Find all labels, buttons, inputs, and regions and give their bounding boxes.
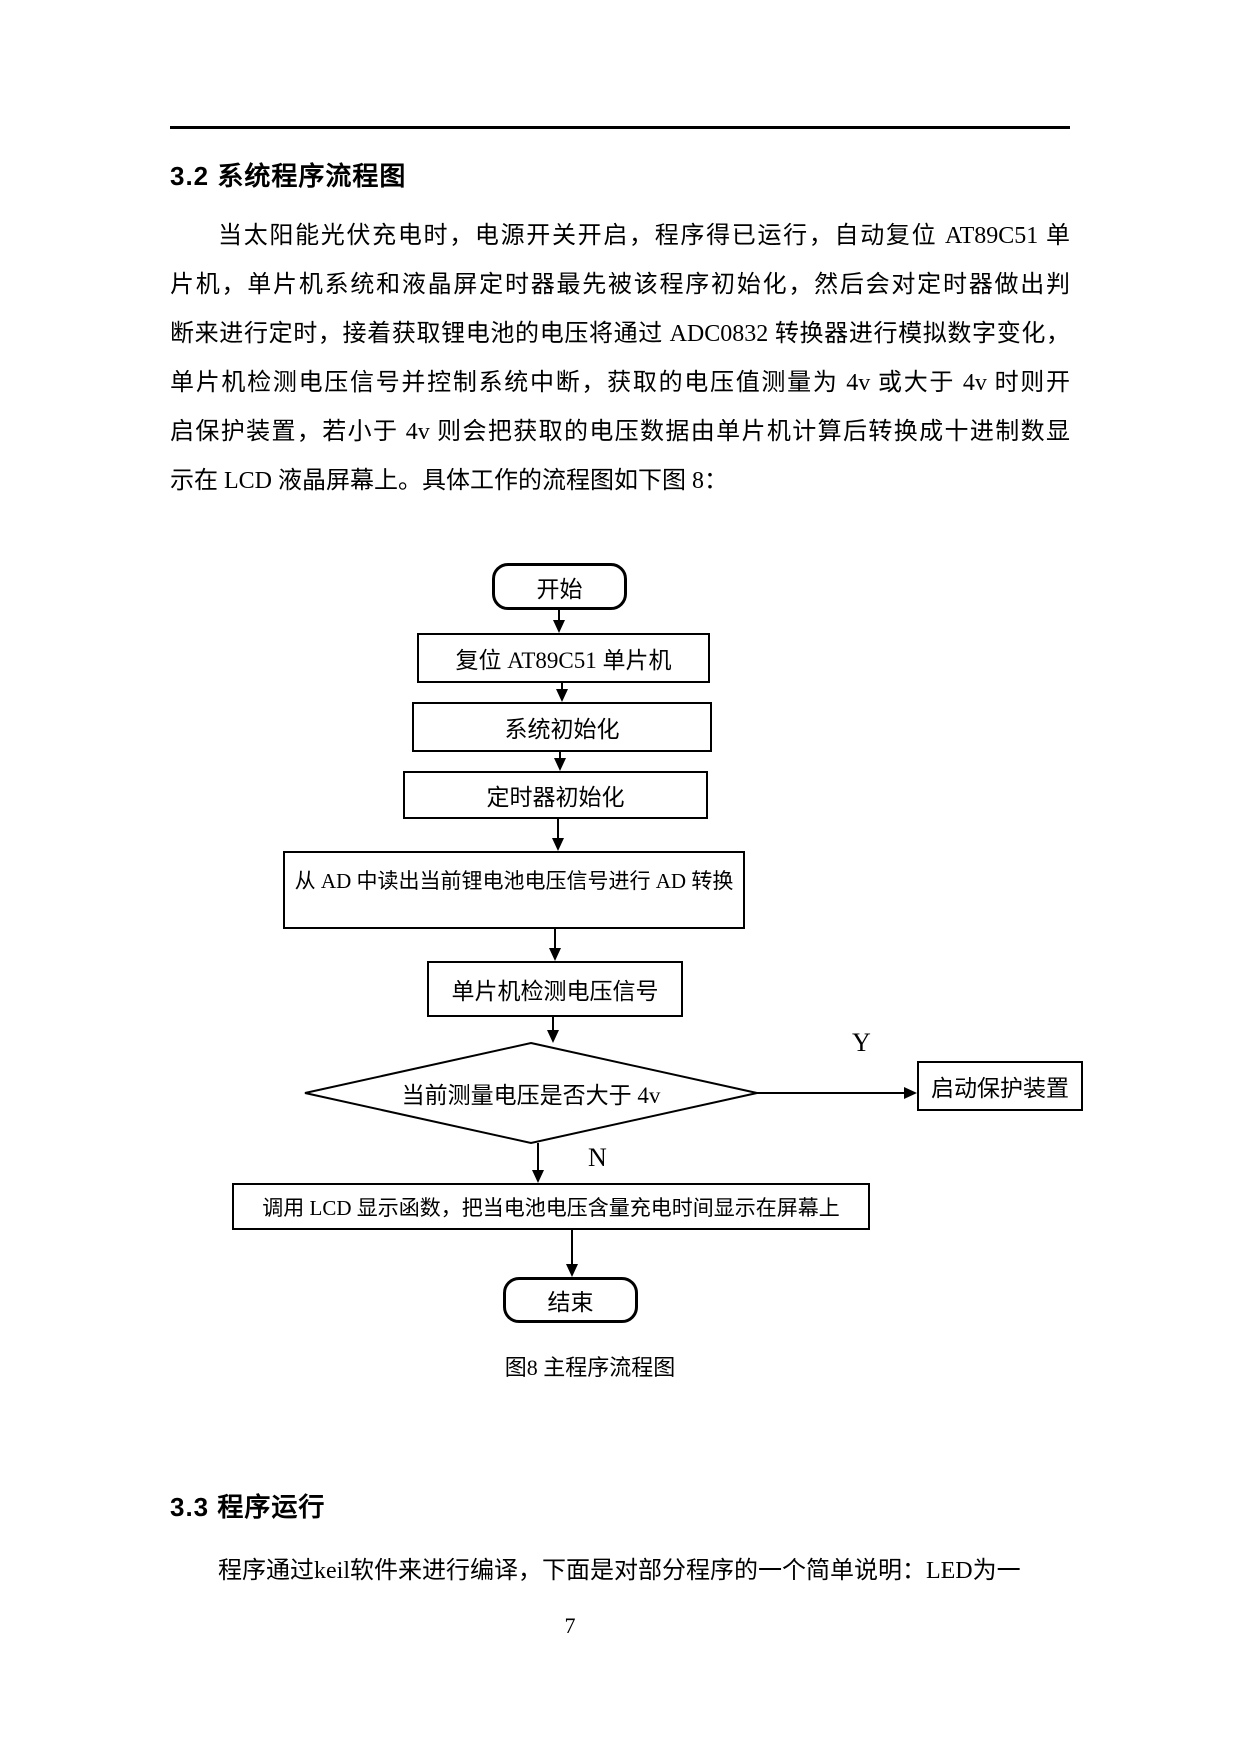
arrow-down-icon [552, 838, 564, 851]
flow-arrow-line [561, 683, 563, 691]
paragraph-line: 片机，单片机系统和液晶屏定时器最先被该程序初始化，然后会对定时器做出判 [170, 272, 1070, 298]
arrow-down-icon [554, 758, 566, 771]
flow-node-sys-init: 系统初始化 [412, 702, 712, 752]
branch-label-yes: Y [852, 1028, 871, 1057]
flow-node-protect: 启动保护装置 [917, 1061, 1083, 1111]
flow-node-reset: 复位 AT89C51 单片机 [417, 633, 710, 683]
flow-arrow-line [558, 610, 560, 620]
flow-node-ad-convert: 从 AD 中读出当前锂电池电压信号进行 AD 转换 [283, 851, 745, 929]
flow-arrow-line [757, 1092, 905, 1094]
figure-caption: 图8 主程序流程图 [504, 1355, 676, 1380]
flow-arrow-line [537, 1143, 539, 1171]
flow-arrow-line [559, 752, 561, 760]
section-3-2-paragraph: 当太阳能光伏充电时，电源开关开启，程序得已运行，自动复位 AT89C51 单 片… [170, 212, 1070, 506]
arrow-down-icon [549, 948, 561, 961]
flow-node-end: 结束 [503, 1277, 638, 1323]
paragraph-line: 启保护装置，若小于 4v 则会把获取的电压数据由单片机计算后转换成十进制数显 [170, 419, 1070, 445]
arrow-down-icon [532, 1170, 544, 1183]
arrow-right-icon [904, 1087, 917, 1099]
arrow-down-icon [553, 620, 565, 633]
flow-node-detect: 单片机检测电压信号 [427, 961, 683, 1017]
flow-node-start: 开始 [492, 563, 627, 610]
arrow-down-icon [547, 1030, 559, 1043]
arrow-down-icon [556, 689, 568, 702]
section-heading-3-3: 3.3 程序运行 [170, 1492, 326, 1522]
section-heading-3-2: 3.2 系统程序流程图 [170, 161, 407, 191]
header-rule [170, 126, 1070, 129]
flow-node-timer-init: 定时器初始化 [403, 771, 708, 819]
page-number: 7 [564, 1613, 576, 1638]
paragraph-line: 当太阳能光伏充电时，电源开关开启，程序得已运行，自动复位 AT89C51 单 [218, 223, 1070, 249]
arrow-down-icon [566, 1264, 578, 1277]
flow-arrow-line [571, 1230, 573, 1265]
branch-label-no: N [588, 1143, 607, 1172]
paragraph-line: 示在 LCD 液晶屏幕上。具体工作的流程图如下图 8： [170, 468, 728, 494]
section-3-3-paragraph: 程序通过keil软件来进行编译，下面是对部分程序的一个简单说明：LED为一 [218, 1558, 1021, 1584]
flow-arrow-line [552, 1017, 554, 1031]
flow-arrow-line [557, 819, 559, 839]
flow-node-decision: 当前测量电压是否大于 4v [401, 1083, 661, 1108]
paragraph-line: 断来进行定时，接着获取锂电池的电压将通过 ADC0832 转换器进行模拟数字变化… [170, 321, 1070, 347]
paragraph-line: 单片机检测电压信号并控制系统中断，获取的电压值测量为 4v 或大于 4v 时则开 [170, 370, 1070, 396]
flow-arrow-line [554, 929, 556, 949]
flow-node-lcd-display: 调用 LCD 显示函数，把当电池电压含量充电时间显示在屏幕上 [232, 1183, 870, 1230]
flow-node-decision-shape [304, 1041, 758, 1145]
